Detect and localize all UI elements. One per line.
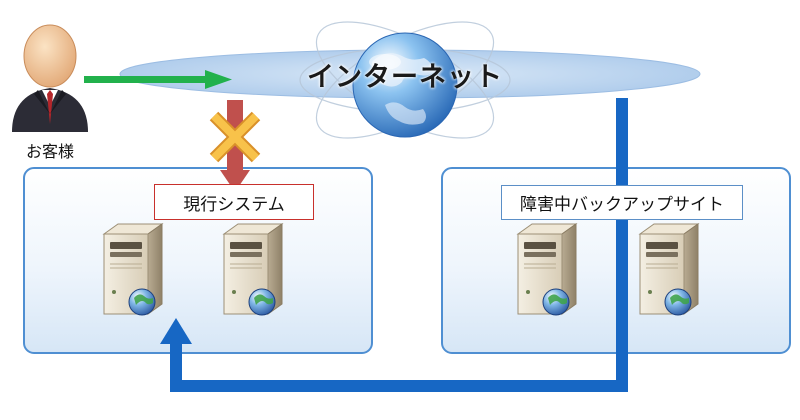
backup-site-label: 障害中バックアップサイト [501, 185, 743, 220]
server-icon-current-1 [103, 223, 163, 316]
server-icon-backup-1 [517, 223, 577, 316]
customer-label: お客様 [25, 142, 74, 161]
request-arrow [84, 70, 232, 89]
globe-icon [299, 21, 511, 139]
x-mark-icon [209, 111, 261, 163]
current-system-label: 現行システム [154, 184, 314, 220]
person-icon [12, 24, 88, 132]
server-icon-backup-2 [639, 223, 699, 316]
internet-label: インターネット [307, 61, 503, 93]
reroute-path [160, 98, 628, 392]
server-icon-current-2 [223, 223, 283, 316]
